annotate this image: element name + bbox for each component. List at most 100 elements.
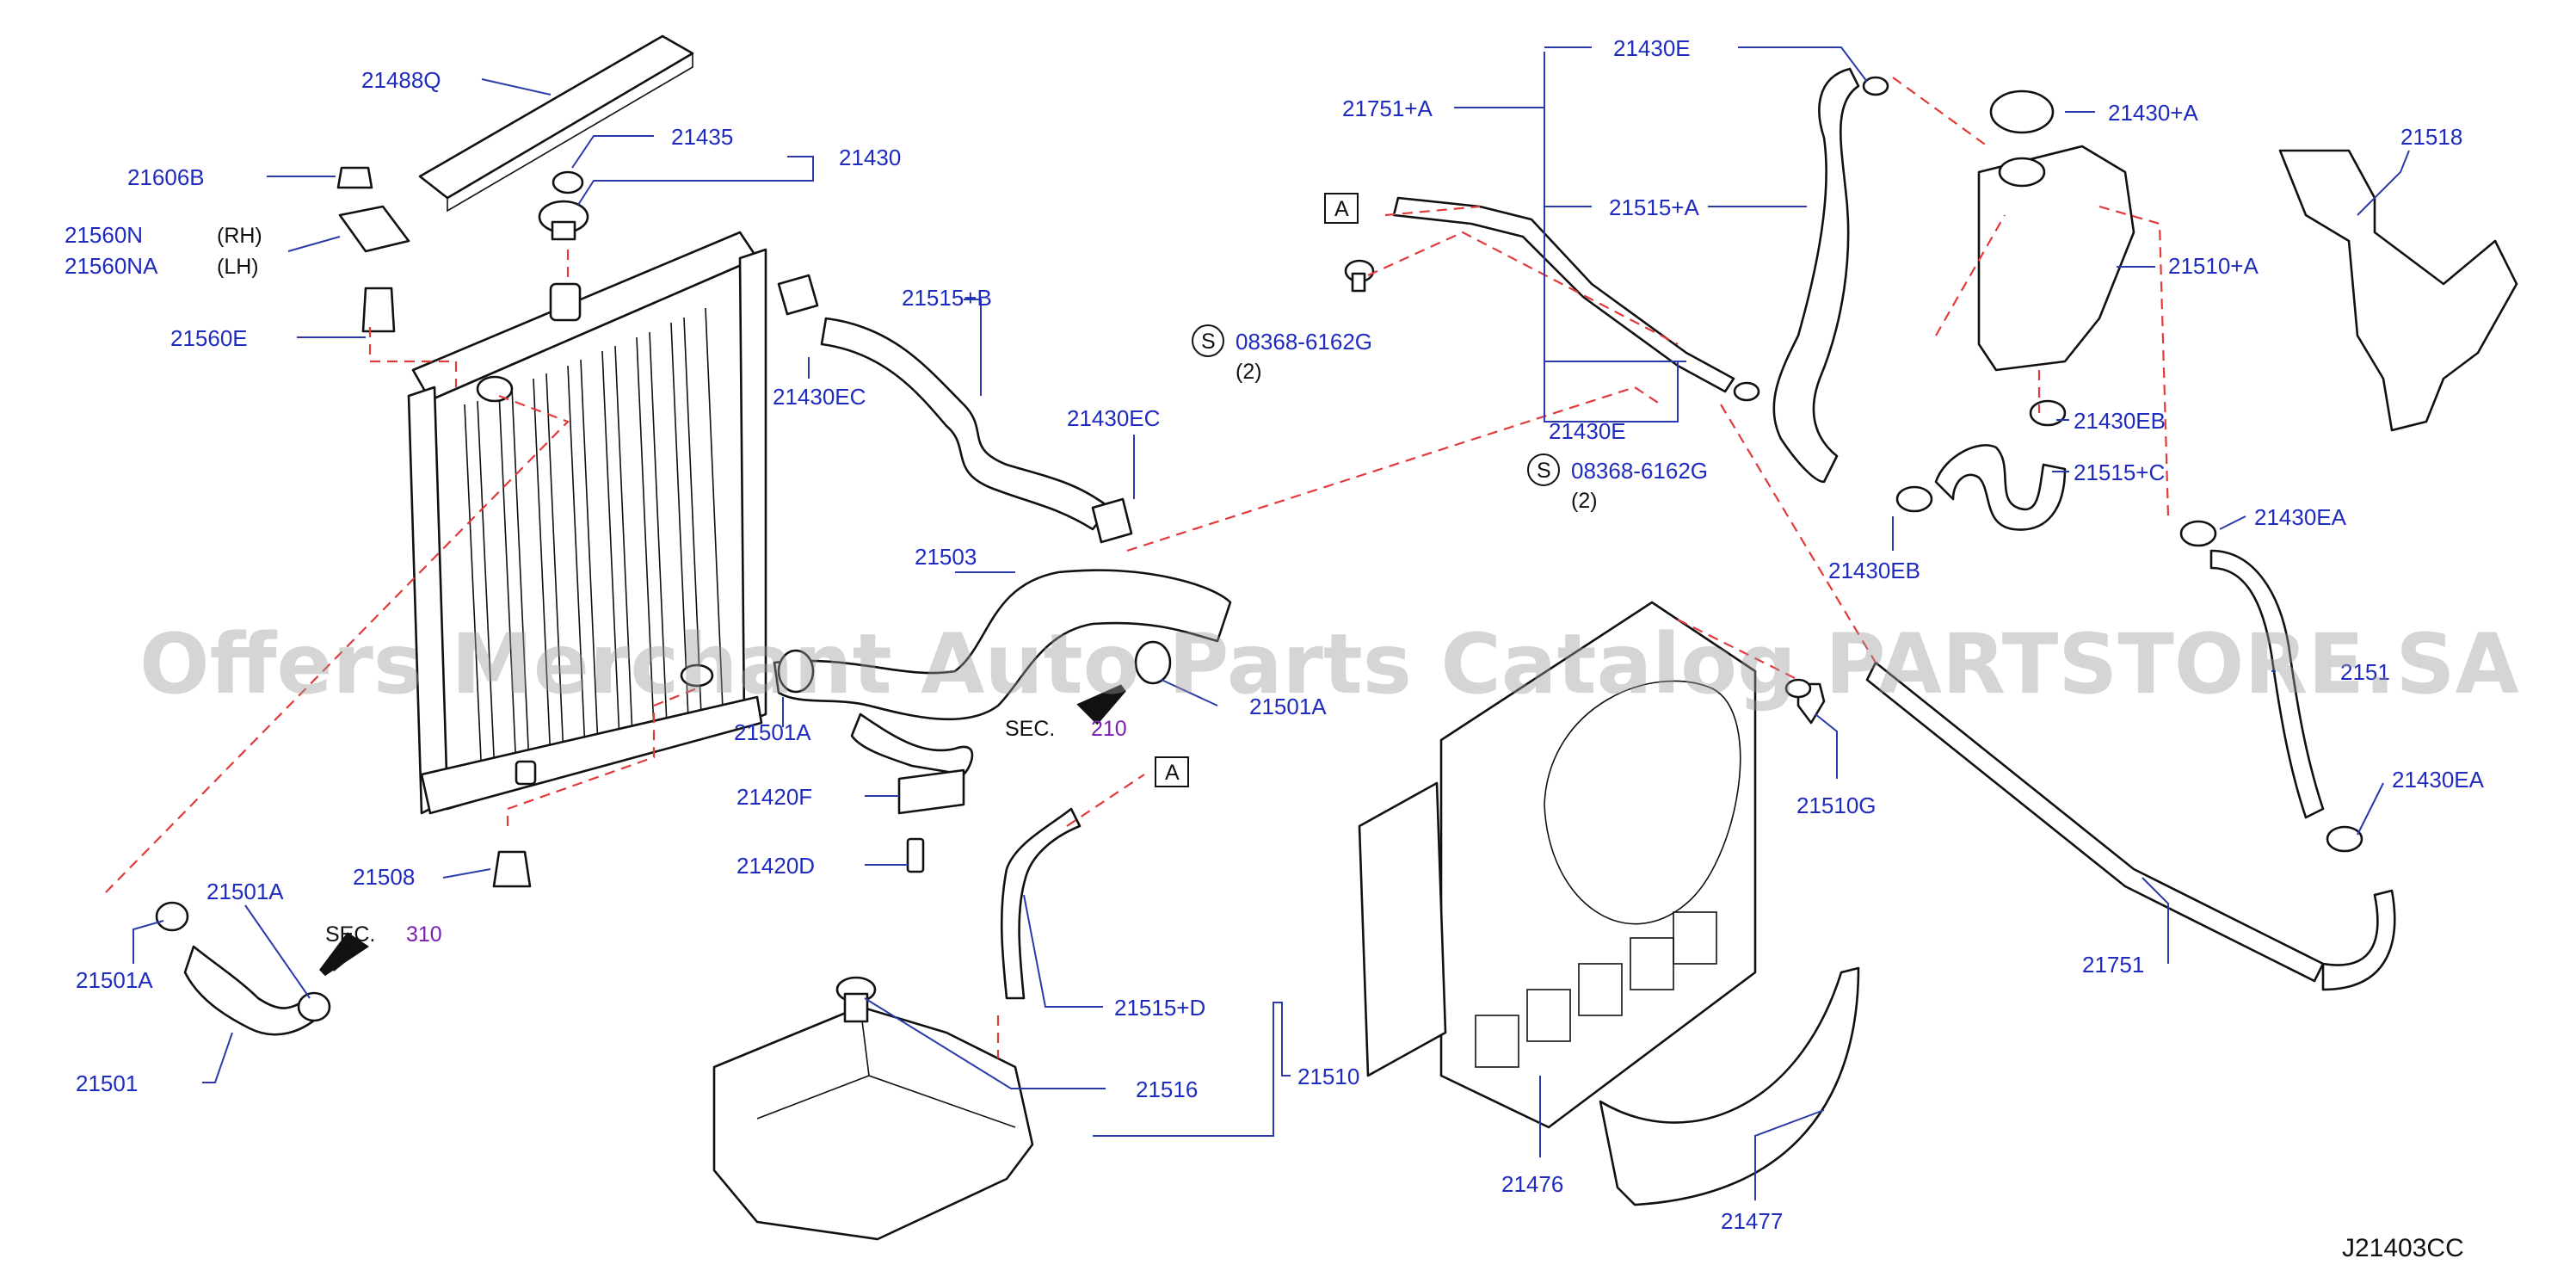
label-21501: 21501 bbox=[76, 1070, 138, 1096]
label-21420D: 21420D bbox=[736, 853, 815, 879]
label-21430EC-2: 21430EC bbox=[1067, 405, 1160, 431]
clamp-21430EB-a bbox=[2029, 399, 2067, 427]
screw-symbol-1: S bbox=[1192, 324, 1224, 357]
label-21510: 21510 bbox=[1297, 1064, 1359, 1089]
clamp-21501A-c bbox=[155, 901, 189, 932]
reservoir-cap-21430A bbox=[1989, 89, 2055, 134]
view-marker-a-top: A bbox=[1324, 193, 1359, 224]
tube-21751A bbox=[1392, 196, 1735, 393]
svg-text:S: S bbox=[1201, 330, 1216, 354]
reference-lines bbox=[102, 77, 2170, 1058]
label-21515C: 21515+C bbox=[2074, 460, 2165, 485]
sec-310-number: 310 bbox=[406, 922, 442, 947]
label-21508: 21508 bbox=[353, 864, 415, 890]
label-21501A-3: 21501A bbox=[206, 879, 284, 904]
sec-210-number: 210 bbox=[1091, 717, 1127, 741]
drain-plug-21508 bbox=[492, 850, 532, 888]
label-21510A: 21510+A bbox=[2168, 253, 2259, 279]
label-21430E-1: 21430E bbox=[1613, 35, 1691, 61]
reservoir-21510A bbox=[1977, 145, 2135, 372]
label-21430EB-2: 21430EB bbox=[1828, 558, 1920, 583]
label-21560NA-side: (LH) bbox=[217, 255, 259, 279]
label-08368-1: 08368-6162G bbox=[1236, 329, 1372, 355]
hose-21515D bbox=[1000, 807, 1082, 1000]
view-marker-a-bottom: A bbox=[1155, 756, 1189, 787]
clamp-21430EC-lower bbox=[1091, 497, 1133, 544]
grommet-21606B bbox=[336, 166, 373, 189]
clamp-21430EC-upper bbox=[777, 274, 819, 316]
clamp-21501A-a bbox=[777, 649, 815, 694]
svg-text:S: S bbox=[1537, 459, 1551, 483]
label-21420F: 21420F bbox=[736, 784, 812, 810]
label-21515D: 21515+D bbox=[1114, 995, 1205, 1021]
arrow-sec-210 bbox=[1076, 684, 1126, 725]
label-21560N: 21560N bbox=[65, 222, 143, 248]
bracket-21518 bbox=[2278, 149, 2518, 432]
diagram-code: J21403CC bbox=[2342, 1234, 2464, 1262]
leader-lines bbox=[132, 46, 2410, 1200]
label-21515B: 21515+B bbox=[902, 285, 992, 311]
label-21560N-side: (RH) bbox=[217, 224, 262, 248]
clamp-21430E-top bbox=[1862, 76, 1889, 96]
label-21560NA: 21560NA bbox=[65, 253, 158, 279]
reservoir-21510 bbox=[712, 1005, 1034, 1241]
arrow-sec-310 bbox=[319, 932, 370, 977]
label-21503: 21503 bbox=[915, 544, 977, 570]
bracket-21420F bbox=[897, 768, 965, 815]
label-21477: 21477 bbox=[1721, 1208, 1783, 1234]
cap-21435 bbox=[552, 170, 584, 194]
seal-strip-21488Q bbox=[418, 34, 694, 200]
clamp-21430EA-b bbox=[2326, 825, 2363, 853]
hose-21515A bbox=[1772, 67, 1860, 484]
label-21516: 21516 bbox=[1136, 1077, 1198, 1102]
clamp-21501A-d bbox=[297, 991, 331, 1022]
label-08368-2-qty: (2) bbox=[1571, 489, 1598, 513]
label-21430EB-1: 21430EB bbox=[2074, 408, 2166, 434]
label-21430E-2: 21430E bbox=[1549, 418, 1626, 444]
label-21501A-2: 21501A bbox=[1249, 694, 1327, 719]
label-21751A: 21751+A bbox=[1342, 96, 1433, 121]
hose-21515C bbox=[1934, 444, 2067, 531]
label-21430EC-1: 21430EC bbox=[773, 384, 866, 410]
hose-2151x bbox=[2209, 549, 2325, 819]
clamp-21501A-b bbox=[1134, 640, 1172, 685]
fan-shroud-21476 bbox=[1439, 601, 1757, 1129]
radiator-assembly bbox=[407, 231, 767, 815]
label-21476: 21476 bbox=[1501, 1171, 1563, 1197]
hose-21503 bbox=[773, 569, 1232, 721]
label-21435: 21435 bbox=[671, 124, 733, 150]
label-21515A: 21515+A bbox=[1609, 194, 1699, 220]
clamp-21430EB-b bbox=[1895, 485, 1933, 513]
label-21430EA-2: 21430EA bbox=[2392, 767, 2485, 793]
watermark: Offers Merchant Auto Parts Catalog PARTS… bbox=[139, 616, 2519, 713]
clamp-21430E-mid bbox=[1733, 381, 1760, 402]
label-21430A: 21430+A bbox=[2108, 100, 2198, 126]
label-08368-2: 08368-6162G bbox=[1571, 458, 1708, 484]
screw-symbol-2: S bbox=[1527, 453, 1560, 486]
bolt-21420D bbox=[906, 837, 925, 873]
label-21560E: 21560E bbox=[170, 325, 248, 351]
label-21751: 21751 bbox=[2082, 952, 2144, 978]
label-21501A-1: 21501A bbox=[734, 719, 811, 745]
bracket-21560N bbox=[338, 205, 410, 253]
label-21430: 21430 bbox=[839, 145, 901, 170]
sec-310-prefix: SEC. bbox=[325, 922, 375, 947]
label-21518: 21518 bbox=[2400, 124, 2462, 150]
clamp-21430EA-a bbox=[2179, 520, 2217, 547]
hose-21501 bbox=[183, 945, 322, 1036]
svg-text:A: A bbox=[1165, 761, 1180, 785]
label-2151-partial: 2151 bbox=[2340, 659, 2390, 685]
label-21501A-4: 21501A bbox=[76, 967, 153, 993]
label-21510G: 21510G bbox=[1796, 793, 1877, 818]
bolt-08368-b bbox=[1784, 678, 1812, 699]
svg-text:A: A bbox=[1334, 197, 1349, 221]
lower-shroud-21477 bbox=[1599, 966, 1860, 1206]
label-21488Q: 21488Q bbox=[361, 67, 441, 93]
label-21430EA-1: 21430EA bbox=[2254, 504, 2347, 530]
label-08368-1-qty: (2) bbox=[1236, 360, 1262, 384]
sec-210-prefix: SEC. bbox=[1005, 717, 1055, 741]
bush-21560E bbox=[361, 287, 396, 333]
tube-21751 bbox=[1865, 661, 2325, 983]
label-21606B: 21606B bbox=[127, 164, 205, 190]
